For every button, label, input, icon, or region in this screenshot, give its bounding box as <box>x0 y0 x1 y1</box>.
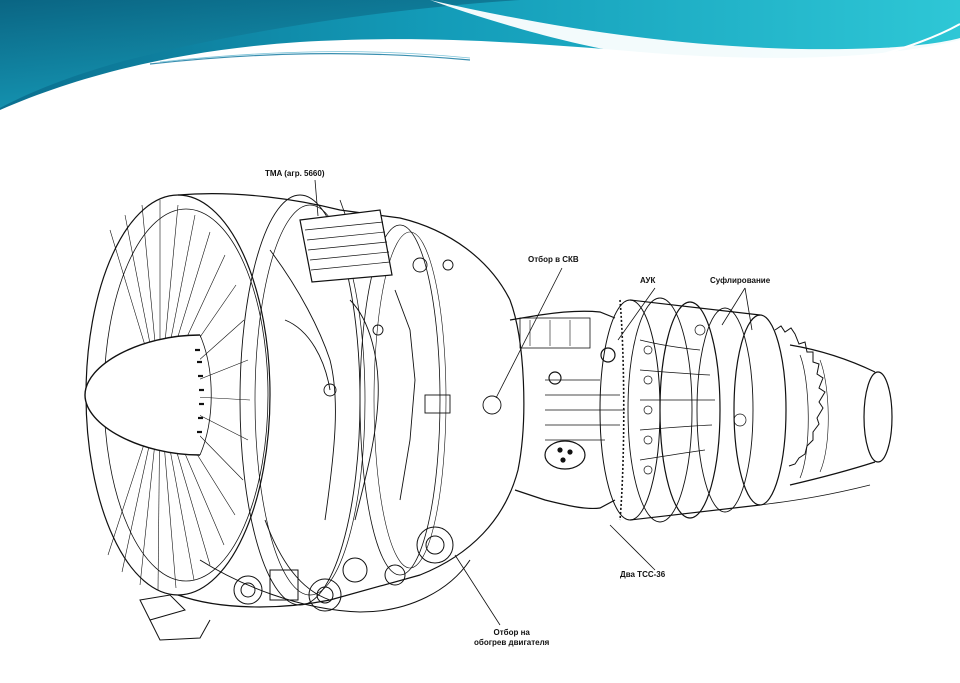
label-otbor-na-obogrev: Отбор на обогрев двигателя <box>474 628 549 648</box>
label-auk: АУК <box>640 276 656 285</box>
fan-case <box>177 193 525 608</box>
exhaust-nozzle <box>759 344 893 506</box>
label-otbor-na-line1: Отбор на <box>493 628 530 637</box>
turbine-flange <box>774 325 826 467</box>
label-otbor-skv: Отбор в СКВ <box>528 255 579 264</box>
label-dva-tss: Два ТСС-36 <box>620 570 666 579</box>
accessory-gearbox <box>139 526 471 641</box>
header-banner <box>0 0 960 110</box>
tma-unit <box>299 199 393 283</box>
spinner-cone <box>84 334 201 456</box>
turbofan-engine-drawing <box>84 193 893 641</box>
label-suflirovanie: Суфлирование <box>710 276 771 285</box>
label-tma: TMA (агр. 5660) <box>265 169 325 178</box>
combustor-casing <box>599 297 787 523</box>
core-section <box>509 310 625 510</box>
label-otbor-na-line2: обогрев двигателя <box>474 638 550 647</box>
fan-case-piping <box>264 249 502 601</box>
leader-lines <box>314 179 753 626</box>
